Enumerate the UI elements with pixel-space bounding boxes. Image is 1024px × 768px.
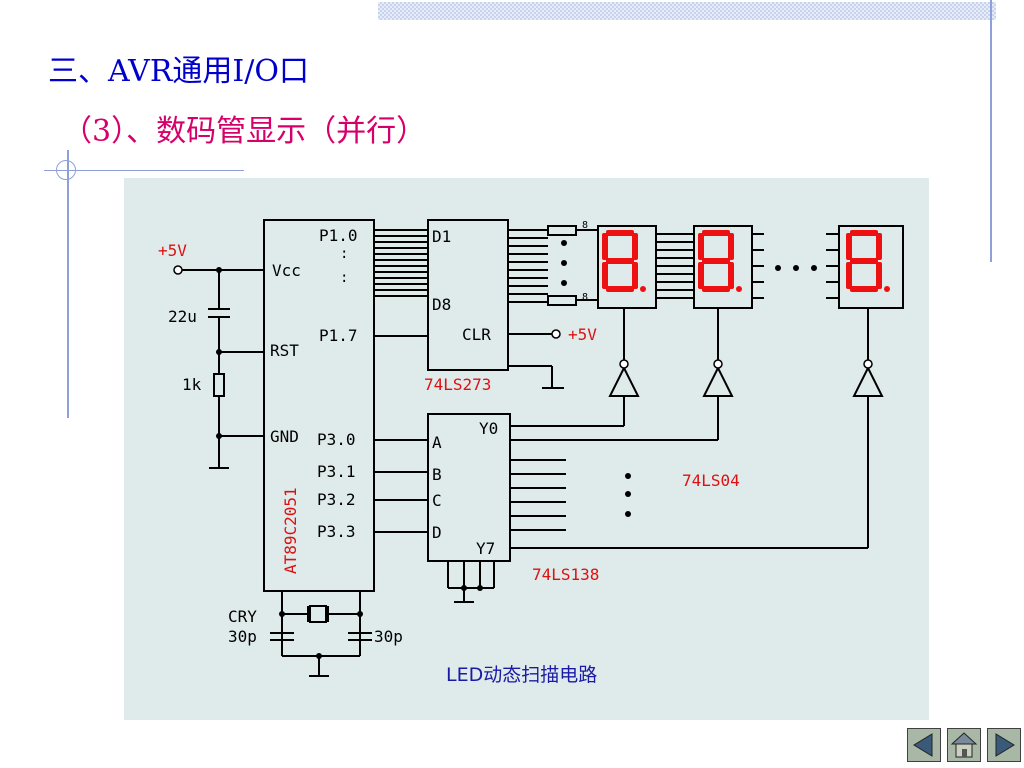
slide-title: 三、AVR通用I/O口	[48, 54, 309, 89]
home-icon	[950, 732, 978, 758]
svg-text::: :	[340, 270, 348, 286]
pin-p32: P3.2	[317, 490, 356, 509]
next-slide-icon	[995, 733, 1015, 757]
circuit-svg: P1.0 P1.7 P3.0 P3.1 P3.2 P3.3 Vcc RST GN…	[158, 219, 904, 686]
pin-vcc: Vcc	[272, 261, 301, 280]
latch-name: 74LS273	[424, 375, 491, 394]
mcu-name: AT89C2051	[281, 487, 300, 574]
decoder-pin-b: B	[432, 465, 442, 484]
diagram-caption: LED动态扫描电路	[446, 664, 597, 686]
latch-pin-d1: D1	[432, 227, 451, 246]
decoder-name: 74LS138	[532, 565, 599, 584]
power-label-clr: +5V	[568, 325, 597, 344]
cry-label: CRY	[228, 607, 257, 626]
cap-label: 22u	[168, 307, 197, 326]
res-bottom-label: 8	[582, 292, 588, 303]
circuit-diagram: P1.0 P1.7 P3.0 P3.1 P3.2 P3.3 Vcc RST GN…	[124, 178, 929, 720]
svg-text::: :	[340, 246, 348, 262]
pin-gnd: GND	[270, 427, 299, 446]
prev-slide-icon	[913, 733, 933, 757]
decoder-pin-a: A	[432, 433, 442, 452]
decoder-pin-y0: Y0	[479, 419, 498, 438]
decoder-pin-y7: Y7	[476, 539, 495, 558]
next-slide-button[interactable]	[987, 728, 1021, 762]
right-decorative-line	[990, 0, 992, 262]
pin-p17: P1.7	[319, 326, 358, 345]
inverter-name: 74LS04	[682, 471, 740, 490]
latch-pin-d8: D8	[432, 295, 451, 314]
decoder-pin-c: C	[432, 491, 442, 510]
cap30-right-label: 30p	[374, 627, 403, 646]
crosshair-decoration	[56, 160, 76, 180]
decoder-pin-d: D	[432, 523, 442, 542]
cap30-left-label: 30p	[228, 627, 257, 646]
left-decorative-line	[67, 150, 69, 418]
pin-p31: P3.1	[317, 462, 356, 481]
pin-p10: P1.0	[319, 226, 358, 245]
slide-subtitle: （3）、数码管显示（并行）	[62, 114, 427, 149]
pin-p30: P3.0	[317, 430, 356, 449]
pin-rst: RST	[270, 341, 299, 360]
top-decorative-band	[378, 2, 996, 20]
left-horizontal-line	[44, 170, 244, 171]
power-label-left: +5V	[158, 241, 187, 260]
res-top-label: 8	[582, 220, 588, 231]
prev-slide-button[interactable]	[907, 728, 941, 762]
pin-p33: P3.3	[317, 522, 356, 541]
latch-pin-clr: CLR	[462, 325, 491, 344]
mcu-chip	[263, 219, 375, 592]
home-button[interactable]	[947, 728, 981, 762]
res-label: 1k	[182, 375, 202, 394]
